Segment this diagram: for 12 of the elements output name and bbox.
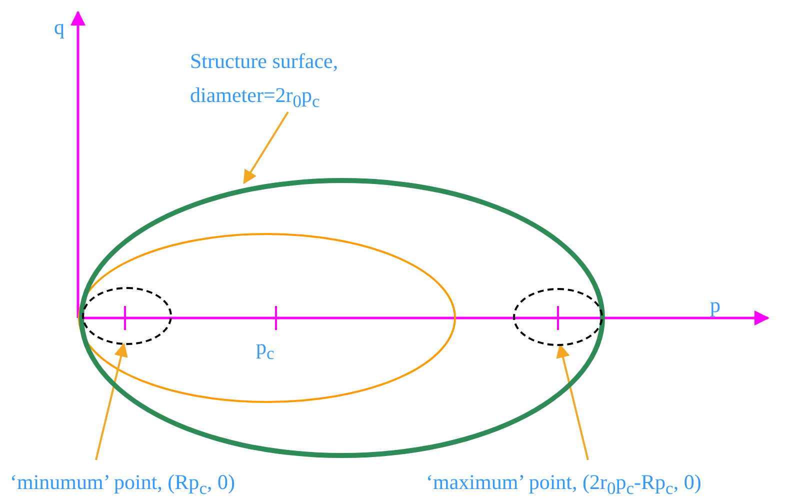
dashed-ellipse (82, 287, 172, 345)
leader-arrow (95, 342, 128, 460)
annotation-text: ‘minumum’ point, (Rp$_{c}$, 0) (10, 465, 340, 502)
axis-label: p (710, 292, 720, 319)
annotation-text: ‘maximum’ point, (2r$_{0}$p$_{c}$-Rp$_{c}$, 0) (426, 465, 786, 502)
axis-label: q (54, 14, 64, 41)
leader-arrow (556, 344, 589, 460)
tick-label: p$_{c}$ (256, 334, 274, 366)
ellipse-outline (79, 178, 605, 458)
leader-arrow (243, 111, 289, 184)
annotation-text: Structure surface, diameter=2r$_{0}$p$_{c}$ (190, 44, 380, 118)
dashed-ellipse (513, 288, 603, 346)
